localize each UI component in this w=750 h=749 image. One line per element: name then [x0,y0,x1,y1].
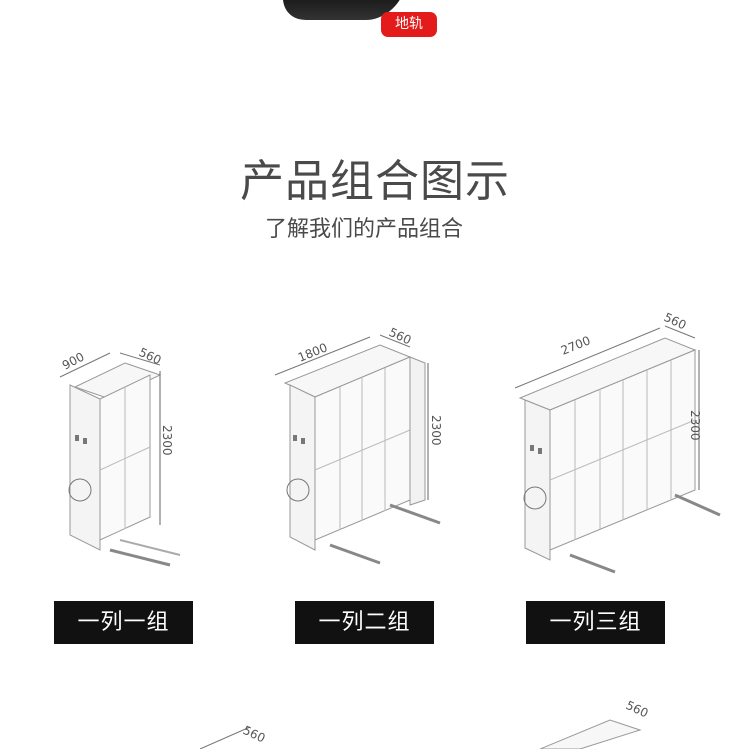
cabinet-diagram-1: 900 560 2300 [59,345,181,567]
depth-dimension: 560 [387,325,414,347]
depth-dimension: 560 [624,700,651,720]
cabinet-diagram-3: 2700 560 2300 [514,310,721,574]
height-dimension: 2300 [688,410,702,441]
card-label-1: 一列一组 [54,601,193,644]
rail-badge: 地轨 [381,12,437,37]
height-dimension: 2300 [429,415,443,446]
cabinet-diagram-4-partial: 560 [199,723,268,749]
width-dimension: 1800 [296,340,330,364]
cabinet-diagram-5-partial: 560 [540,700,651,749]
card-label-2: 一列二组 [295,601,434,644]
height-dimension: 2300 [160,425,174,456]
depth-dimension: 560 [137,345,164,367]
depth-dimension: 560 [662,310,689,332]
section-title: 产品组合图示 [240,156,510,207]
width-dimension: 900 [60,350,87,373]
cabinet-diagram-2: 1800 560 2300 [274,325,443,565]
depth-dimension: 560 [241,723,268,745]
section-subtitle: 了解我们的产品组合 [264,217,463,242]
width-dimension: 2700 [559,333,593,357]
card-label-3: 一列三组 [526,601,665,644]
